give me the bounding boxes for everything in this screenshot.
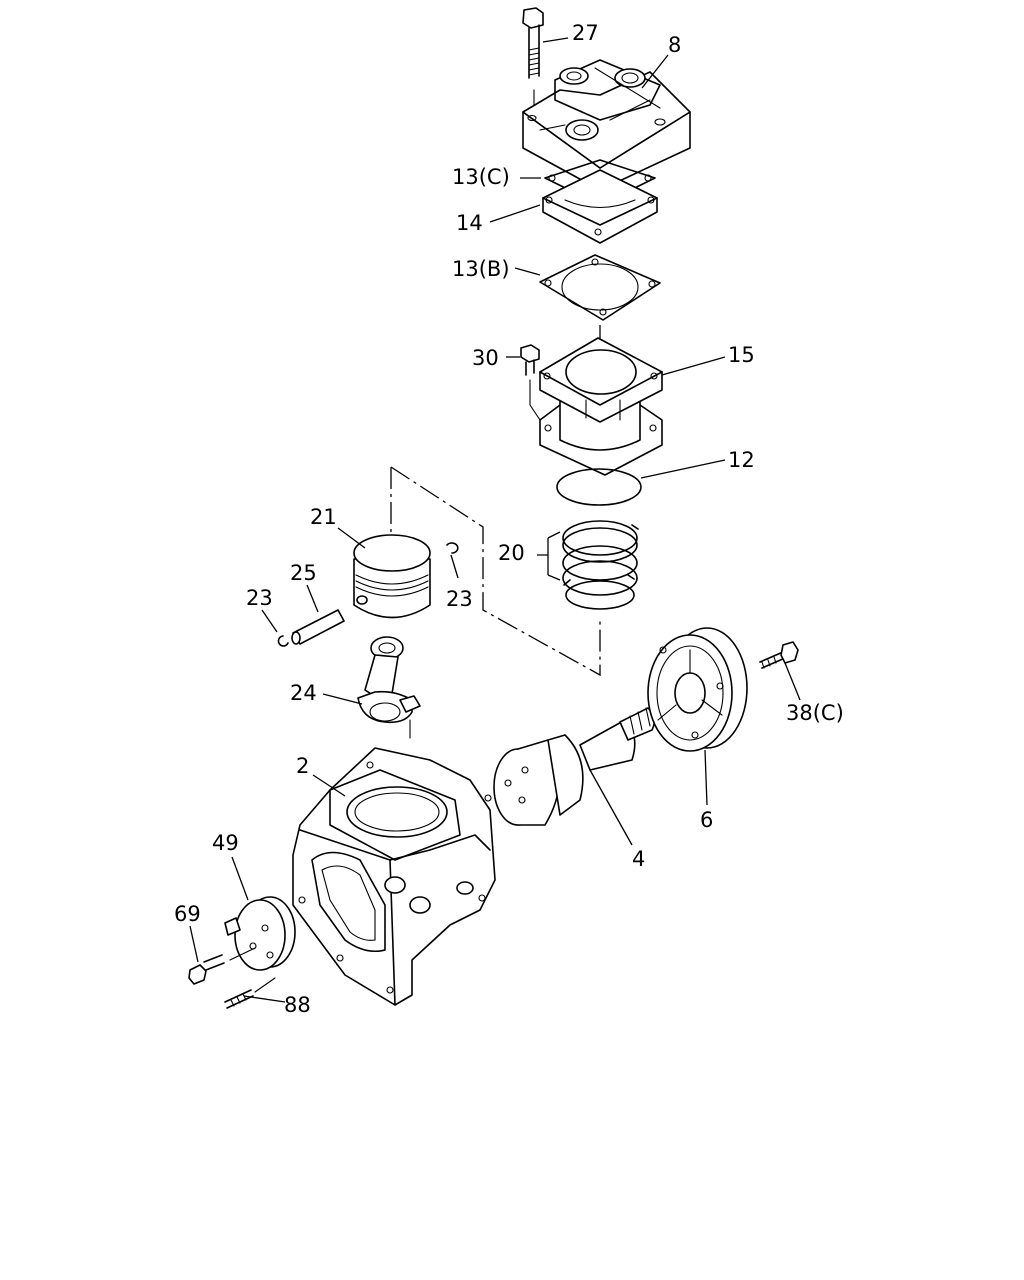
crankcase-2 — [292, 747, 496, 1006]
label-13c: 13(C) — [452, 165, 510, 189]
bolt-27 — [522, 7, 544, 113]
cylinder-15 — [539, 337, 663, 476]
circlip-23-right — [446, 542, 459, 554]
label-12: 12 — [728, 448, 755, 472]
label-23-left: 23 — [246, 586, 273, 610]
crankshaft-4 — [493, 707, 656, 826]
label-23-right: 23 — [446, 587, 473, 611]
label-21: 21 — [310, 505, 337, 529]
label-20: 20 — [498, 541, 525, 565]
stud-88 — [224, 977, 276, 1009]
piston-21 — [353, 534, 431, 619]
bolt-69 — [188, 947, 256, 985]
piston-pin-25 — [291, 609, 345, 645]
label-25: 25 — [290, 561, 317, 585]
label-27: 27 — [572, 21, 599, 45]
bolt-38c — [759, 641, 799, 669]
bolt-30 — [520, 344, 541, 421]
label-49: 49 — [212, 831, 239, 855]
valve-plate-14 — [542, 169, 658, 244]
circlip-23-left — [277, 635, 289, 647]
label-69: 69 — [174, 902, 201, 926]
label-30: 30 — [472, 346, 499, 370]
label-88: 88 — [284, 993, 311, 1017]
label-2: 2 — [296, 754, 309, 778]
end-cover-49 — [224, 896, 296, 971]
cylinder-head-8 — [522, 59, 691, 191]
label-13b: 13(B) — [452, 257, 510, 281]
connecting-rod-24 — [357, 636, 421, 739]
leader-lines — [189, 37, 801, 1003]
label-4: 4 — [632, 847, 645, 871]
label-38c: 38(C) — [786, 701, 844, 725]
label-15: 15 — [728, 343, 755, 367]
label-14: 14 — [456, 211, 483, 235]
o-ring-12 — [556, 468, 642, 506]
label-24: 24 — [290, 681, 317, 705]
label-6: 6 — [700, 808, 713, 832]
gasket-13b — [539, 254, 661, 321]
label-8: 8 — [668, 33, 681, 57]
part-labels: 27 8 13(C) 14 13(B) 30 15 12 21 25 23 23… — [174, 21, 844, 1017]
piston-rings-20 — [562, 520, 639, 610]
pulley-6 — [647, 627, 748, 752]
